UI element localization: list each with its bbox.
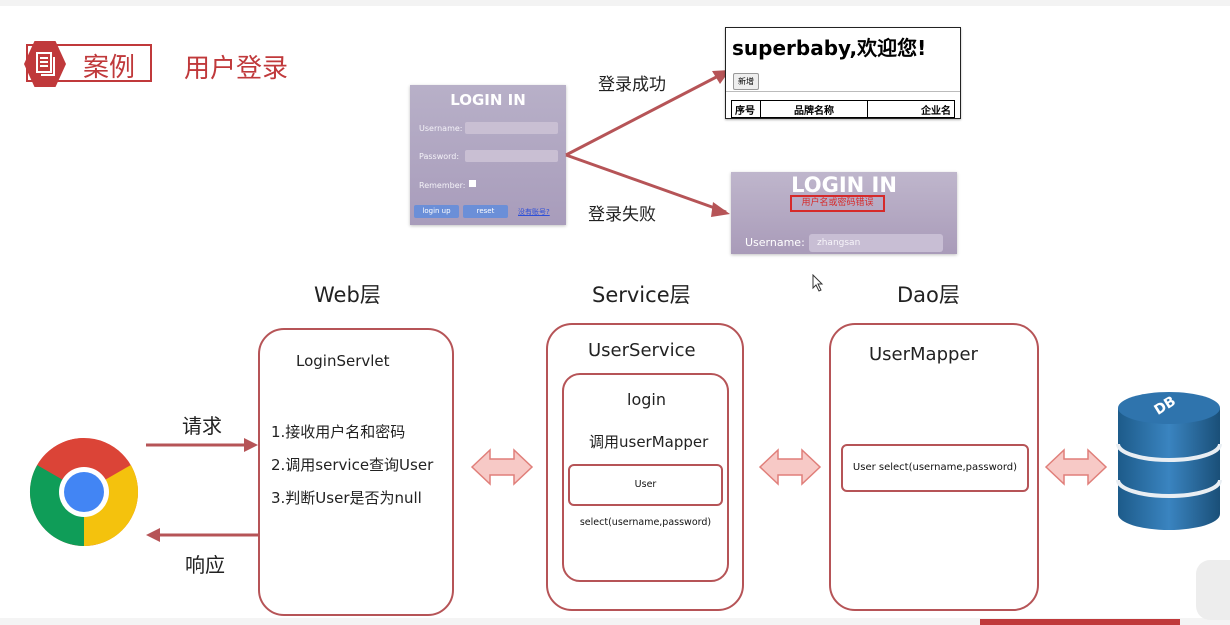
web-service-double-arrow <box>470 448 534 486</box>
database-icon <box>1116 392 1222 530</box>
remember-checkbox <box>469 180 476 187</box>
failed-login-title: LOGIN IN <box>791 173 897 197</box>
case-label: 案例 <box>83 53 136 83</box>
success-label: 登录成功 <box>598 75 666 95</box>
web-layer-box <box>258 328 454 616</box>
request-label: 请求 <box>182 414 222 438</box>
login-servlet-title: LoginServlet <box>296 352 390 370</box>
login-form-screenshot: LOGIN IN Username: Password: Remember: l… <box>410 85 566 225</box>
dao-layer-title: Dao层 <box>897 283 960 307</box>
login-button: login up <box>414 205 459 218</box>
password-label: Password: <box>419 152 460 161</box>
web-step-1: 1.接收用户名和密码 <box>271 423 406 441</box>
login-method-box <box>562 373 729 582</box>
reset-button: reset <box>463 205 508 218</box>
welcome-page-screenshot: superbaby,欢迎您! 新增 序号 品牌名称 企业名 <box>725 27 961 119</box>
top-bar <box>0 0 1230 6</box>
response-label: 响应 <box>185 553 225 577</box>
dao-select-signature: User select(username,password) <box>841 444 1029 492</box>
bottom-bar <box>0 618 1230 625</box>
failure-arrow <box>565 153 727 214</box>
page-title: 用户登录 <box>184 54 289 84</box>
call-mapper-text: 调用userMapper <box>589 433 709 451</box>
service-dao-double-arrow <box>758 448 822 486</box>
dao-db-double-arrow <box>1044 448 1108 486</box>
web-step-2: 2.调用service查询User <box>271 456 434 474</box>
failure-label: 登录失败 <box>588 205 656 225</box>
login-title: LOGIN IN <box>450 91 526 109</box>
column-header: 品牌名称 <box>760 100 868 118</box>
side-widget <box>1196 560 1230 620</box>
service-layer-title: Service层 <box>592 283 691 307</box>
result-arrows <box>565 70 730 217</box>
cursor-icon <box>812 274 824 292</box>
user-service-title: UserService <box>588 340 696 361</box>
request-arrowhead <box>244 438 258 452</box>
brand-table: 序号 品牌名称 企业名 <box>731 100 955 118</box>
column-header: 序号 <box>731 100 761 118</box>
login-method-name: login <box>627 390 666 409</box>
welcome-heading: superbaby,欢迎您! <box>732 36 927 60</box>
register-link: 没有账号? <box>518 208 550 216</box>
response-arrowhead <box>146 528 160 542</box>
failed-username-field: zhangsan <box>809 234 943 252</box>
failed-username-label: Username: <box>745 236 805 249</box>
service-select-signature: User select(username,password) <box>568 464 723 528</box>
user-mapper-title: UserMapper <box>869 344 978 365</box>
web-step-3: 3.判断User是否为null <box>271 489 422 507</box>
column-header: 企业名 <box>867 100 955 118</box>
remember-label: Remember: <box>419 181 466 190</box>
login-failed-screenshot: LOGIN IN 用户名或密码错误 Username: zhangsan <box>731 172 957 254</box>
chrome-browser-icon <box>29 438 139 546</box>
divider <box>726 91 960 92</box>
bottom-accent-bar <box>980 619 1180 625</box>
request-response-arrows <box>146 438 260 542</box>
service-layer-box <box>546 323 744 611</box>
dao-layer-box <box>829 323 1039 611</box>
success-arrow <box>565 70 727 157</box>
username-label: Username: <box>419 124 463 133</box>
add-button: 新增 <box>733 73 759 90</box>
error-message: 用户名或密码错误 <box>790 195 885 212</box>
username-field <box>465 122 558 134</box>
password-field <box>465 150 558 162</box>
failure-arrowhead <box>711 202 730 217</box>
web-layer-title: Web层 <box>314 283 381 307</box>
